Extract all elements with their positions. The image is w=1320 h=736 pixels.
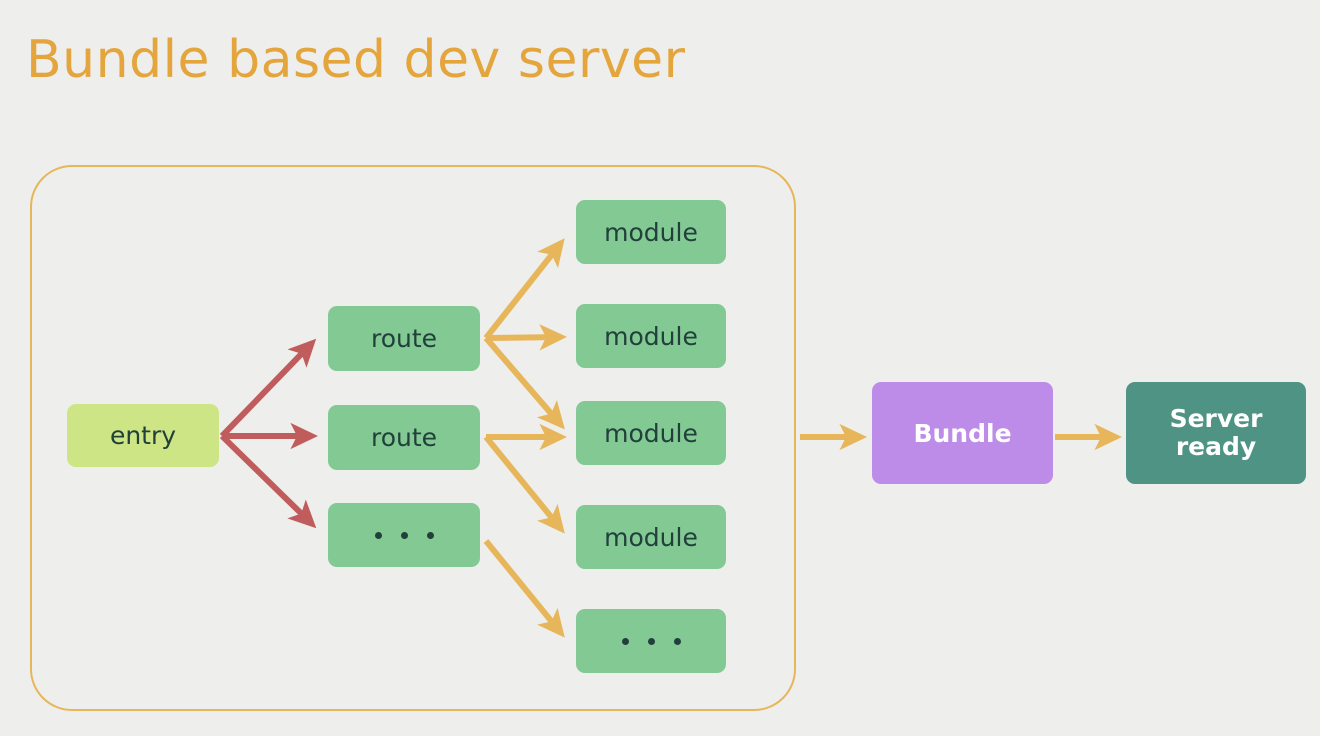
node-entry[interactable]: entry bbox=[67, 404, 219, 467]
node-bundle[interactable]: Bundle bbox=[872, 382, 1053, 484]
page-title: Bundle based dev server bbox=[26, 30, 686, 90]
node-route-1[interactable]: route bbox=[328, 306, 480, 371]
node-module-4[interactable]: module bbox=[576, 505, 726, 569]
node-module-2-label: module bbox=[604, 321, 698, 351]
node-entry-label: entry bbox=[109, 421, 177, 450]
node-module-1-label: module bbox=[604, 217, 698, 247]
node-module-1[interactable]: module bbox=[576, 200, 726, 264]
node-module-3[interactable]: module bbox=[576, 401, 726, 465]
ellipsis-icon bbox=[621, 637, 681, 645]
module-graph-group-frame bbox=[30, 165, 796, 711]
node-module-ellipsis[interactable] bbox=[576, 609, 726, 673]
node-bundle-label: Bundle bbox=[913, 418, 1012, 448]
node-server-ready[interactable]: Server ready bbox=[1126, 382, 1306, 484]
node-route-2-label: route bbox=[370, 423, 438, 452]
node-server-label-line2: ready bbox=[1175, 432, 1257, 461]
node-route-ellipsis[interactable] bbox=[328, 503, 480, 567]
node-route-1-label: route bbox=[370, 324, 438, 353]
ellipsis-icon bbox=[374, 531, 434, 539]
node-route-2[interactable]: route bbox=[328, 405, 480, 470]
node-module-4-label: module bbox=[604, 522, 698, 552]
node-module-3-label: module bbox=[604, 418, 698, 448]
node-module-2[interactable]: module bbox=[576, 304, 726, 368]
node-server-label-line1: Server bbox=[1169, 404, 1263, 433]
